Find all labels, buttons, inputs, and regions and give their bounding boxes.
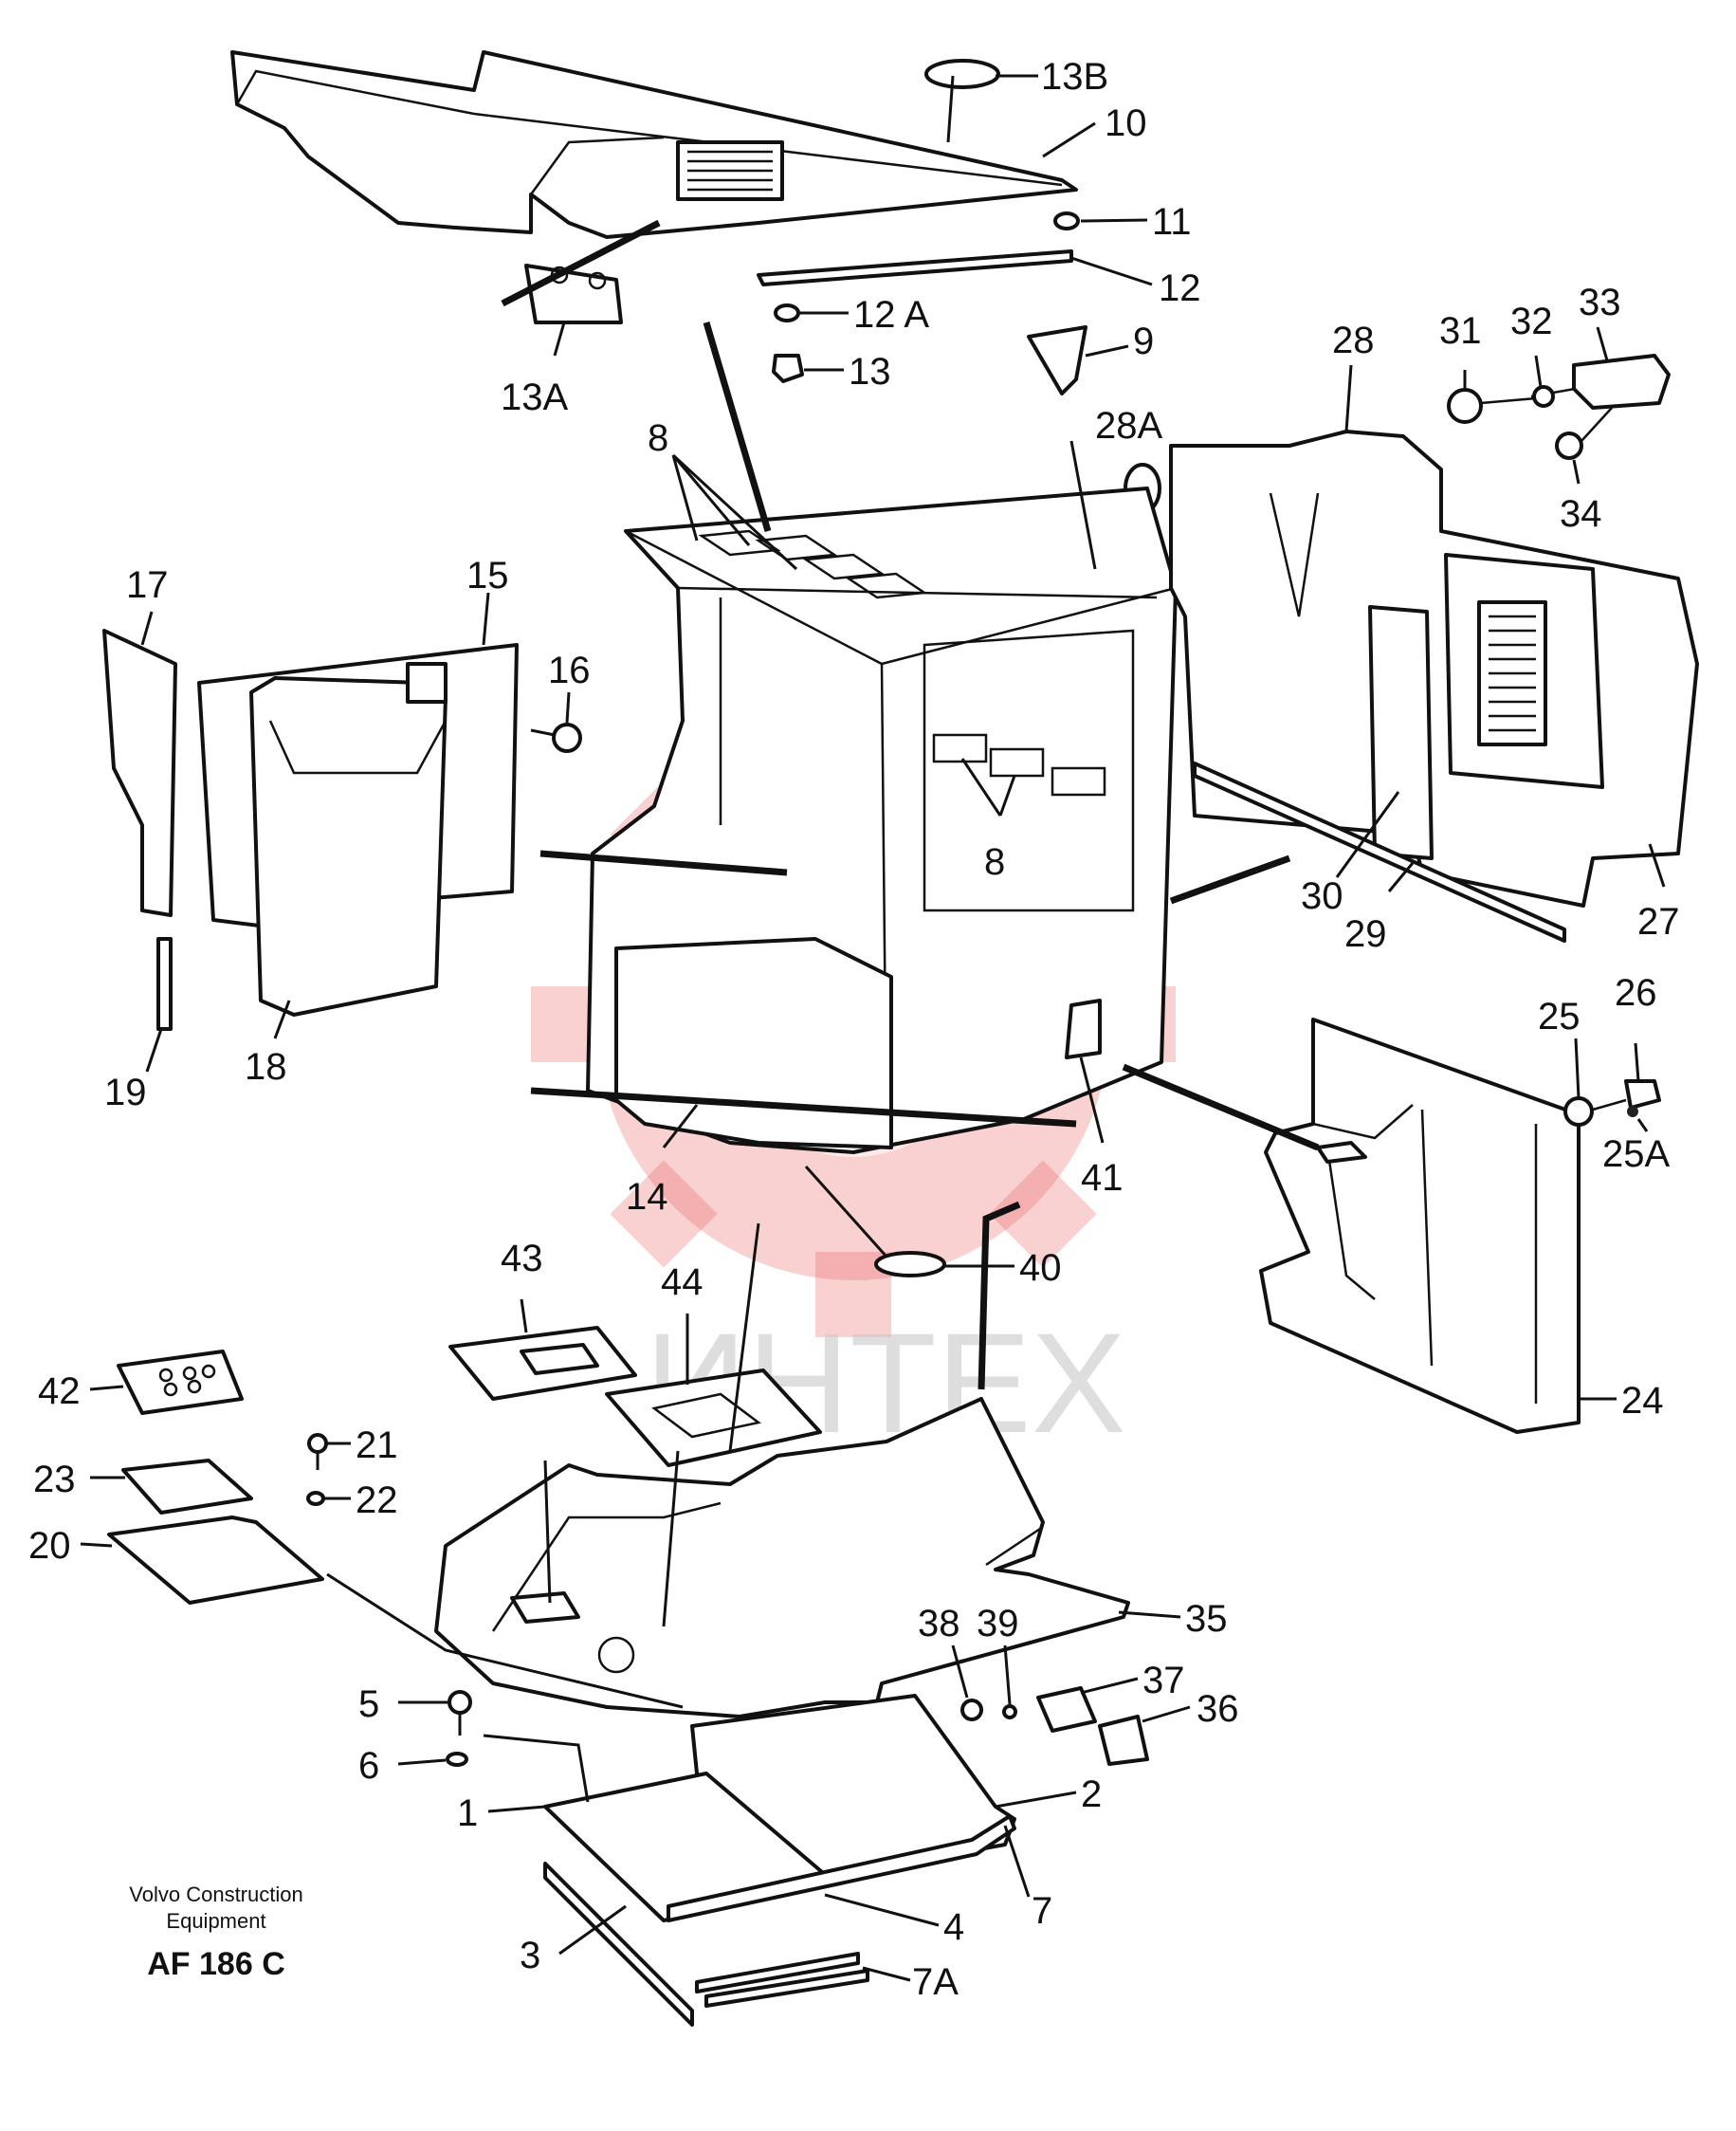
callout-label: 20 xyxy=(28,1525,71,1567)
callout-labels: 13B 10 11 12 12 A 13 13A 8 9 28A 28 31 3… xyxy=(28,56,1680,2003)
callout-label: 26 xyxy=(1615,972,1657,1014)
callout-label: 40 xyxy=(1019,1247,1062,1289)
callout-label: 23 xyxy=(33,1459,76,1500)
strip-part-12 xyxy=(757,249,1073,286)
callout-label: 12 xyxy=(1159,267,1201,309)
callout-label: 8 xyxy=(648,417,668,459)
caption-drawing-code: AF 186 C xyxy=(147,1946,285,1982)
callout-label: 14 xyxy=(626,1176,668,1218)
callout-label: 37 xyxy=(1142,1660,1185,1701)
caption-company-line1: Volvo Construction xyxy=(129,1883,302,1906)
bracket-parts-36-39 xyxy=(960,1686,1149,1766)
callout-label: 8 xyxy=(984,841,1005,883)
lamp-assembly-parts-31-34 xyxy=(1447,354,1671,460)
callout-label: 38 xyxy=(918,1603,960,1644)
callout-label: 30 xyxy=(1301,875,1343,917)
screw-parts-21-22 xyxy=(306,1433,328,1506)
callout-label: 16 xyxy=(548,650,591,691)
screw-part-11 xyxy=(1053,211,1080,230)
callout-label: 19 xyxy=(104,1072,147,1113)
callout-label: 33 xyxy=(1579,282,1621,323)
callout-label: 1 xyxy=(457,1792,478,1834)
callout-label: 12 A xyxy=(853,294,929,336)
callout-label: 3 xyxy=(520,1935,540,1976)
callout-label: 9 xyxy=(1133,321,1154,362)
pads-parts-42-23-20 xyxy=(107,1350,324,1605)
callout-label: 15 xyxy=(466,555,509,597)
callout-label: 10 xyxy=(1105,102,1147,144)
screw-part-16 xyxy=(530,723,582,753)
callout-label: 13 xyxy=(849,351,891,393)
callout-label: 7 xyxy=(1032,1890,1052,1932)
callout-label: 28A xyxy=(1095,405,1162,447)
nut-part-13 xyxy=(772,354,804,383)
callout-label: 28 xyxy=(1332,320,1375,361)
callout-label: 41 xyxy=(1081,1157,1124,1199)
cab-frame-part-14 xyxy=(586,487,1178,1154)
callout-label: 5 xyxy=(358,1683,379,1725)
callout-label: 2 xyxy=(1081,1773,1102,1815)
strip-part-19 xyxy=(156,937,173,1031)
washer-part-12a xyxy=(774,303,800,322)
callout-label: 31 xyxy=(1439,310,1482,352)
callout-label: 27 xyxy=(1637,901,1680,943)
callout-label: 22 xyxy=(356,1479,398,1521)
vent-part-13a xyxy=(524,264,623,324)
drawing-caption: Volvo Construction Equipment AF 186 C xyxy=(129,1883,302,1982)
callout-label: 44 xyxy=(661,1261,704,1303)
floor-plates-parts-1-2-3-4-7 xyxy=(446,1690,1016,2027)
callout-label: 7A xyxy=(912,1961,959,2003)
plates-parts-43-44 xyxy=(448,1326,822,1467)
rear-panel-part-28 xyxy=(1169,430,1699,943)
callout-label: 36 xyxy=(1197,1688,1239,1730)
callout-label: 35 xyxy=(1185,1598,1228,1640)
callout-label: 18 xyxy=(245,1046,287,1088)
callout-label: 13A xyxy=(501,377,568,418)
callout-label: 29 xyxy=(1344,913,1387,955)
callout-label: 11 xyxy=(1152,201,1192,243)
callout-label: 6 xyxy=(358,1745,379,1787)
callout-label: 4 xyxy=(943,1906,964,1948)
callout-label: 43 xyxy=(501,1238,543,1279)
callout-label: 25 xyxy=(1538,996,1581,1038)
leader-lines xyxy=(326,75,1320,1803)
callout-label: 24 xyxy=(1621,1380,1664,1422)
callout-label: 42 xyxy=(38,1370,81,1412)
fasteners-parts-25-26 xyxy=(1563,1079,1661,1127)
callout-label: 25A xyxy=(1602,1133,1670,1175)
caption-company-line2: Equipment xyxy=(166,1909,265,1933)
panel-part-17 xyxy=(102,629,177,917)
side-console-part-24 xyxy=(1259,1018,1581,1434)
roof-liner-part xyxy=(230,50,1078,239)
callout-label: 34 xyxy=(1560,493,1602,535)
callout-label: 39 xyxy=(977,1603,1019,1644)
cover-part-18 xyxy=(249,662,448,1017)
callout-label: 17 xyxy=(126,564,169,606)
callout-label: 13B xyxy=(1041,56,1108,98)
plug-part-40 xyxy=(874,1251,946,1277)
floor-part-35 xyxy=(434,1397,1130,1718)
callout-label: 32 xyxy=(1510,301,1553,342)
callout-label: 21 xyxy=(356,1424,398,1466)
clip-part-9 xyxy=(1027,325,1087,395)
